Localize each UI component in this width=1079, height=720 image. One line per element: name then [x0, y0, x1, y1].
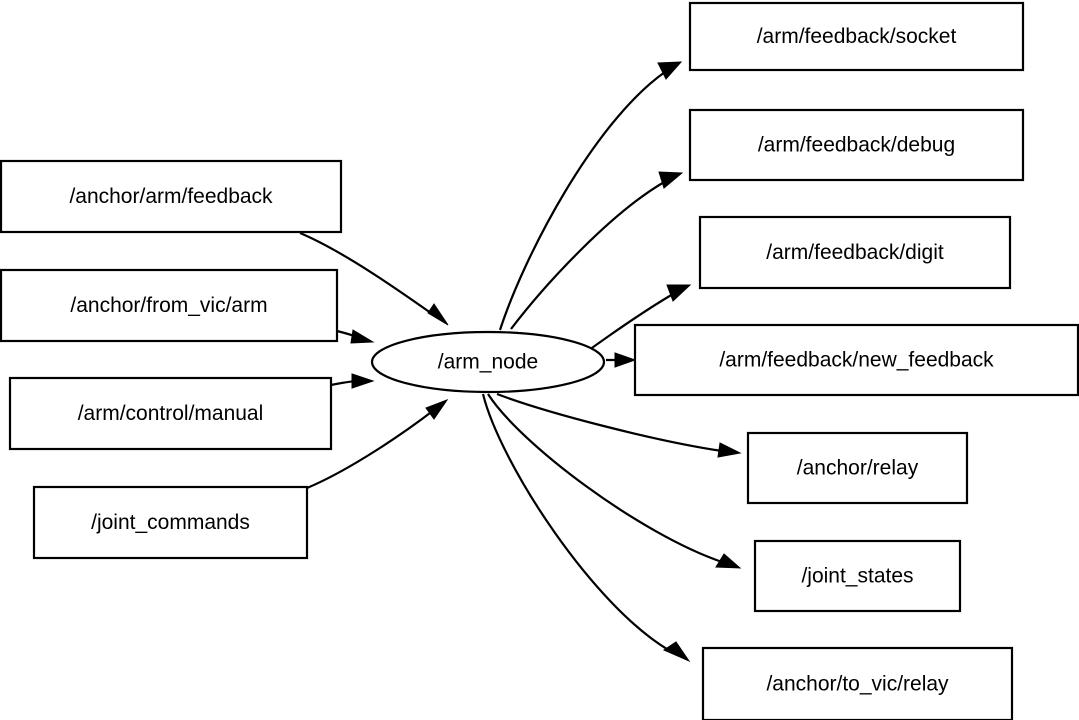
graph-node-joint_commands[interactable]: /joint_commands — [32, 485, 309, 560]
arrowhead-icon — [614, 352, 637, 368]
node-box[interactable] — [8, 376, 333, 451]
node-box[interactable] — [0, 159, 343, 234]
arrowhead-icon — [425, 398, 449, 420]
edge-anchor-from-vic-arm-to-arm-node — [336, 329, 375, 344]
graph-node-arm_control_manual[interactable]: /arm/control/manual — [8, 376, 333, 451]
arrowhead-icon — [657, 61, 683, 80]
arrowhead-icon — [662, 641, 691, 663]
node-box[interactable] — [698, 215, 1012, 290]
node-label: /joint_commands — [91, 511, 250, 534]
edge-line — [510, 180, 667, 330]
graph-node-arm_feedback_socket[interactable]: /arm/feedback/socket — [688, 1, 1025, 72]
node-label: /arm/feedback/socket — [757, 25, 957, 48]
edge-arm-node-to-arm-feedback-socket — [498, 61, 683, 331]
node-label: /arm/feedback/new_feedback — [719, 349, 994, 372]
graph-node-arm_feedback_debug[interactable]: /arm/feedback/debug — [688, 108, 1025, 182]
graph-node-arm_feedback_new_feedback[interactable]: /arm/feedback/new_feedback — [633, 323, 1079, 397]
edge-arm-node-to-anchor-to-vic-relay — [481, 393, 691, 663]
node-box[interactable] — [746, 431, 969, 505]
edge-line — [299, 231, 439, 319]
node-label: /arm/control/manual — [78, 402, 264, 425]
edge-line — [330, 379, 356, 387]
node-label: /anchor/to_vic/relay — [766, 673, 949, 696]
node-label: /joint_states — [801, 565, 913, 588]
arrowhead-icon — [717, 442, 742, 458]
edge-arm-control-manual-to-arm-node — [330, 373, 375, 389]
edge-arm-node-to-arm-feedback-new-feedback — [606, 352, 637, 368]
graph-node-anchor_to_vic_relay[interactable]: /anchor/to_vic/relay — [701, 646, 1014, 720]
node-box[interactable] — [688, 108, 1025, 182]
node-label: /arm/feedback/debug — [758, 134, 955, 157]
arrowhead-icon — [351, 373, 375, 389]
node-label: /anchor/relay — [797, 457, 919, 480]
edge-line — [498, 71, 666, 331]
node-box[interactable] — [633, 323, 1079, 397]
node-box[interactable] — [701, 646, 1014, 720]
node-box[interactable] — [688, 1, 1025, 72]
arrowhead-icon — [658, 171, 684, 189]
node-box[interactable] — [753, 539, 962, 613]
graph-node-anchor_relay[interactable]: /anchor/relay — [746, 431, 969, 505]
edge-arm-node-to-arm-feedback-debug — [510, 171, 684, 330]
arrowhead-icon — [350, 329, 375, 344]
node-label: /anchor/from_vic/arm — [70, 294, 267, 317]
edge-arm-node-to-anchor-relay — [496, 392, 742, 458]
edge-line — [496, 392, 723, 453]
edge-joint-commands-to-arm-node — [306, 398, 449, 490]
graph-node-anchor_arm_feedback[interactable]: /anchor/arm/feedback — [0, 159, 343, 234]
edge-line — [306, 409, 435, 490]
edge-line — [481, 393, 673, 653]
node-box[interactable] — [0, 268, 339, 343]
arrowhead-icon — [427, 303, 449, 326]
edge-anchor-arm-feedback-to-arm-node — [299, 231, 449, 326]
edges-layer — [299, 61, 742, 663]
graph-node-anchor_from_vic_arm[interactable]: /anchor/from_vic/arm — [0, 268, 339, 343]
arrowhead-icon — [715, 553, 742, 569]
edge-arm-node-to-joint-states — [487, 393, 742, 569]
graph-node-joint_states[interactable]: /joint_states — [753, 539, 962, 613]
node-ellipse[interactable] — [370, 330, 606, 394]
edge-line — [487, 393, 723, 564]
graph-node-arm_feedback_digit[interactable]: /arm/feedback/digit — [698, 215, 1012, 290]
node-label: /anchor/arm/feedback — [69, 185, 273, 208]
arrowhead-icon — [666, 284, 692, 302]
node-box[interactable] — [32, 485, 309, 560]
graph-node-arm_node[interactable]: /arm_node — [370, 330, 606, 394]
node-label: /arm_node — [438, 351, 538, 374]
node-label: /arm/feedback/digit — [766, 241, 944, 264]
